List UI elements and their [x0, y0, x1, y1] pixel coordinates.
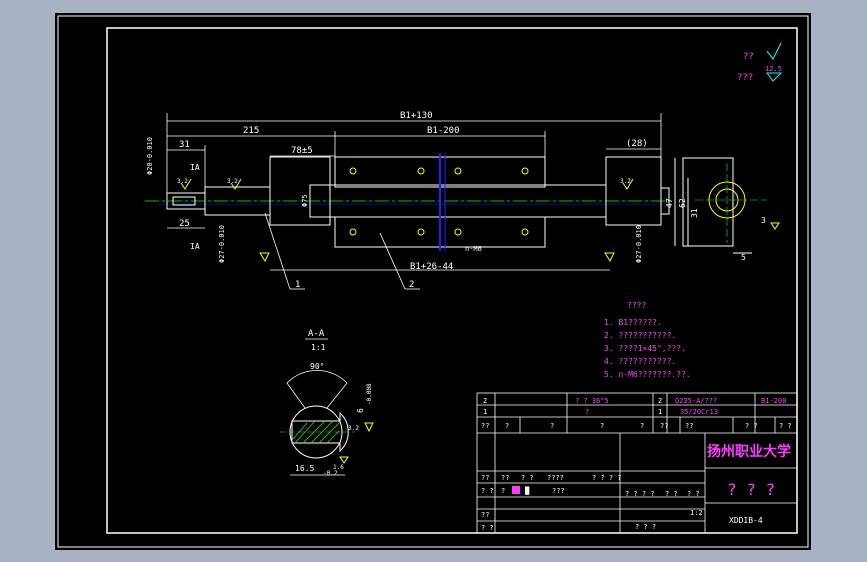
section-view	[280, 370, 355, 476]
tb-mid-a-0: ??	[481, 474, 489, 482]
dim-right: (28)	[626, 139, 648, 149]
hole-markers	[349, 167, 529, 236]
section-angle: 90°	[310, 362, 324, 371]
tb-university: 扬州职业大学	[707, 443, 791, 460]
dim-thread: n-M6	[465, 245, 482, 253]
tb-row3-1: ?	[505, 422, 509, 430]
title-block	[476, 392, 798, 534]
roughness-symbols: ?? ??? 12.5	[737, 42, 783, 83]
roughness-value: 12.5	[765, 65, 782, 73]
ra-c: 3.2	[620, 178, 631, 185]
dim-overall: B1+130	[400, 111, 433, 121]
tb-row3-5: ??	[660, 422, 668, 430]
tb-mid-d-0: ??	[481, 511, 489, 519]
dim-5: 5	[741, 253, 746, 262]
dim-mid: B1-200	[427, 126, 460, 136]
dim-ia-top: IA	[190, 163, 200, 172]
dim-phi-mid: Φ75	[301, 194, 309, 207]
dimension-lines-top	[166, 113, 662, 271]
dim-3: 3	[761, 216, 766, 225]
section-depth-tol: -0.008	[366, 383, 373, 405]
dim-phi-left2: Φ27-0.010	[218, 225, 226, 263]
note-3: 3. ????1×45°,???.	[604, 344, 686, 353]
tb-row3-6: ??	[685, 422, 693, 430]
tb-mid-e-0: ? ?	[481, 524, 494, 532]
tb-scale: 1:2	[690, 509, 703, 517]
ra-a: 3.2	[177, 178, 188, 185]
tb-mid-b-1: ?	[501, 487, 505, 495]
leader-1: 1	[295, 280, 300, 290]
dim-left: 215	[243, 126, 259, 136]
tb-row1-0: 2	[483, 397, 487, 405]
tb-mid-a-1: ??	[501, 474, 509, 482]
check-roughness-icon	[766, 42, 782, 60]
tb-mid-c-0: ? ? ? ?	[625, 490, 655, 498]
tb-marker-a	[512, 486, 520, 494]
finish-symbols	[180, 178, 634, 263]
note-2: 2. ???????????.	[604, 331, 676, 340]
section-finish-icon	[364, 422, 374, 433]
notes-title: ????	[627, 301, 646, 310]
outer-frame	[57, 15, 809, 548]
tb-row1-4: Q235-A/???	[675, 397, 717, 405]
section-scale: 1:1	[311, 343, 326, 352]
tb-row1-3: 2	[658, 397, 662, 405]
side-finish-icon	[770, 222, 780, 230]
tb-drawing-title: ? ? ?	[727, 480, 775, 499]
section-width-tol: -0.2	[323, 470, 338, 477]
dim-78: 78±5	[291, 146, 313, 156]
tb-row2-2: ?	[585, 408, 589, 416]
tb-row3-4: ?	[640, 422, 644, 430]
triangle-roughness-icon	[766, 72, 783, 82]
dim-31: 31	[179, 140, 190, 150]
section-ra2: 1.6	[333, 464, 344, 471]
section-ra: 3.2	[348, 425, 359, 432]
section-width: 16.5	[295, 464, 314, 473]
leader-lines	[264, 212, 420, 290]
dim-phi-right: Φ27-0.010	[635, 225, 643, 263]
cad-canvas: ?? ??? 12.5	[57, 15, 809, 548]
tb-row2-3: 1	[658, 408, 662, 416]
inner-frame	[106, 27, 798, 534]
tb-mid-b-2: █	[524, 486, 530, 495]
tb-row2-4: 35/20Cr13	[680, 408, 718, 416]
tb-row1-2: ? ? 36°5	[575, 397, 609, 405]
section-depth: 6	[356, 408, 365, 413]
dim-ia-bottom: IA	[190, 242, 200, 251]
tb-row3-0: ??	[481, 422, 489, 430]
ra-b: 3.2	[227, 178, 238, 185]
tb-mid-c-1: ? ?	[665, 490, 678, 498]
title-block-text: 2 ? ? 36°5 2 Q235-A/??? B1-200 1 ? 1 35/…	[481, 397, 792, 532]
dim-phi-left: Φ20-0.010	[146, 137, 154, 175]
dim-62: 62	[678, 198, 687, 208]
tb-row3-8: ? ?	[779, 422, 792, 430]
roughness-label-b: ???	[737, 73, 753, 83]
tb-mid-c-2: ? ?	[687, 490, 700, 498]
tb-mid-e-4: ? ? ?	[635, 523, 656, 531]
roughness-label-a: ??	[743, 52, 754, 62]
note-1: 1. B1??????.	[604, 318, 662, 327]
dim-25: 25	[179, 219, 190, 229]
tb-row1-5: B1-200	[761, 397, 786, 405]
tb-row2-0: 1	[483, 408, 487, 416]
tb-mid-b-4: ???	[552, 487, 565, 495]
note-5: 5. n-M6???????.??.	[604, 370, 691, 379]
dim-bottom: B1+26-44	[410, 262, 453, 272]
tb-row3-7: ? ?	[745, 422, 758, 430]
dim-31-side: 31	[690, 208, 699, 218]
section-finish-icon-2	[339, 456, 349, 464]
cad-drawing-area: ?? ??? 12.5	[55, 13, 811, 550]
tb-drawing-no: XDDIB-4	[729, 516, 763, 525]
dim-47: 47	[665, 198, 674, 208]
leader-2: 2	[409, 280, 414, 290]
notes: ???? 1. B1??????. 2. ???????????. 3. ???…	[604, 301, 691, 379]
note-4: 4. ???????????.	[604, 357, 676, 366]
tb-mid-b-0: ? ?	[481, 487, 494, 495]
tb-mid-a-3: ????	[547, 474, 564, 482]
tb-mid-a-2: ? ?	[521, 474, 534, 482]
section-label: A-A	[308, 329, 325, 339]
tb-row3-2: ?	[550, 422, 554, 430]
tb-row3-3: ?	[600, 422, 604, 430]
tb-mid-a-4: ? ? ? ?	[592, 474, 622, 482]
